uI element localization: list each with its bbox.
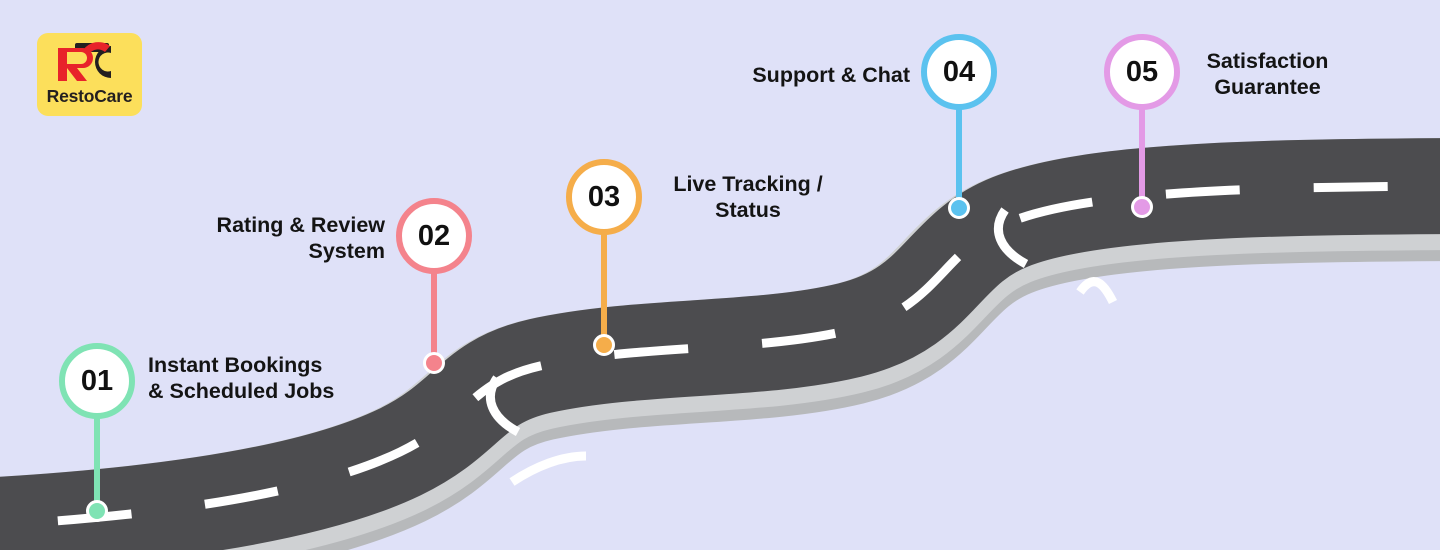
milestone-03-road-dot[interactable] <box>593 334 615 356</box>
road-bend-dashes <box>485 207 1118 486</box>
milestone-03-number: 03 <box>587 180 621 213</box>
milestone-03-badge[interactable]: 03 <box>566 159 642 235</box>
milestone-05-label: Satisfaction Guarantee <box>1206 49 1329 100</box>
milestone-01-label: Instant Bookings & Scheduled Jobs <box>148 353 335 404</box>
brand-logo: RestoCare <box>37 33 142 116</box>
milestone-02-number: 02 <box>417 219 451 252</box>
milestone-01-number: 01 <box>80 364 114 397</box>
milestone-03-stem <box>601 228 607 350</box>
milestone-02-badge[interactable]: 02 <box>396 198 472 274</box>
milestone-04-road-dot[interactable] <box>948 197 970 219</box>
milestone-01-road-dot[interactable] <box>86 500 108 522</box>
milestone-02-label: Rating & Review System <box>216 213 385 264</box>
milestone-03-label: Live Tracking / Status <box>673 172 823 223</box>
milestone-04-label: Support & Chat <box>752 63 910 87</box>
milestone-01-badge[interactable]: 01 <box>59 343 135 419</box>
milestone-05-number: 05 <box>1125 55 1159 88</box>
milestone-04-number: 04 <box>942 55 976 88</box>
logo-wordmark: RestoCare <box>46 86 133 106</box>
milestone-02-road-dot[interactable] <box>423 352 445 374</box>
milestone-05-stem <box>1139 104 1145 206</box>
milestone-02-stem <box>431 266 437 366</box>
milestone-04-badge[interactable]: 04 <box>921 34 997 110</box>
milestone-04-stem <box>956 104 962 210</box>
milestone-05-road-dot[interactable] <box>1131 196 1153 218</box>
milestone-01-stem <box>94 410 100 510</box>
milestone-05-badge[interactable]: 05 <box>1104 34 1180 110</box>
rc-monogram-icon <box>58 42 111 81</box>
